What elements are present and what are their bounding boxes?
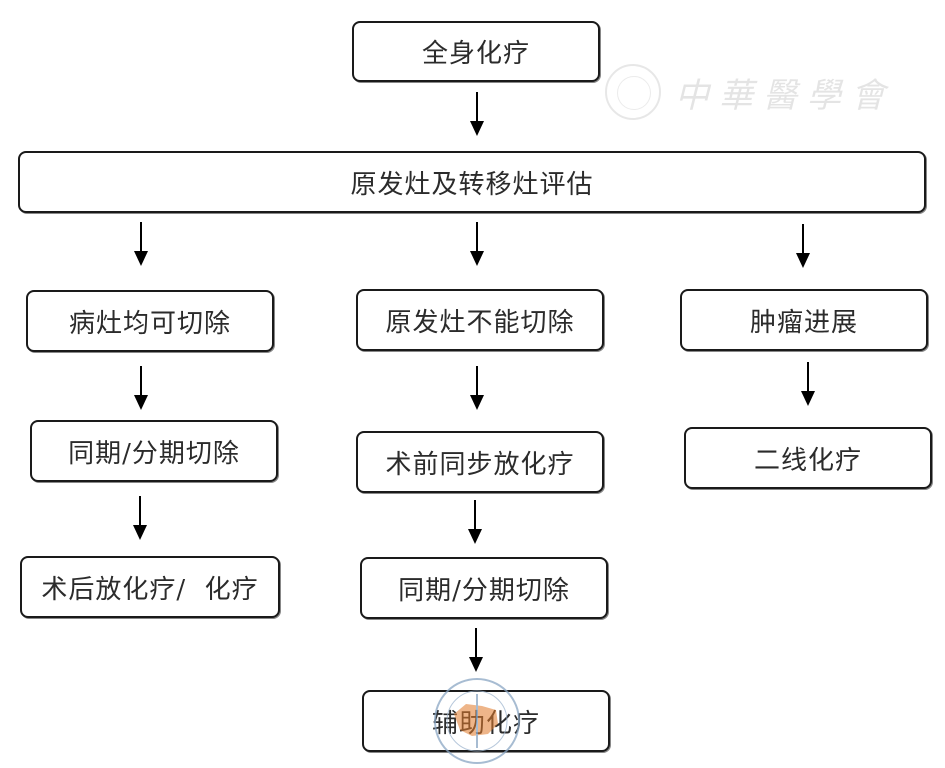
arrow-head [470,395,484,410]
arrow-head [470,251,484,266]
node-resection-mid: 同期/分期切除 [360,557,608,619]
arrow-head [470,121,484,136]
node-label: 辅助化疗 [431,708,540,739]
node-systemic-chemo: 全身化疗 [352,21,600,82]
node-preop-chemoradio: 术前同步放化疗 [356,431,604,493]
node-label: 肿瘤进展 [749,307,858,338]
arrow-head [133,525,147,540]
node-label: 同期/分期切除 [68,438,240,469]
node-label: 原发灶不能切除 [385,307,575,338]
node-all-resectable: 病灶均可切除 [26,290,274,352]
node-postop-chemoradio: 术后放化疗/ 化疗 [20,556,280,618]
node-label: 术后放化疗/ 化疗 [41,574,259,605]
node-label: 病灶均可切除 [68,308,231,339]
watermark-top: 中華醫學會 [605,62,905,122]
arrow-head [801,391,815,406]
node-label: 原发灶及转移灶评估 [350,169,594,200]
node-adjuvant-chemo: 辅助化疗 [362,690,610,752]
node-label: 全身化疗 [421,39,530,69]
node-second-line-chemo: 二线化疗 [684,427,932,489]
association-seal-icon [605,64,661,120]
node-assessment: 原发灶及转移灶评估 [18,151,926,213]
node-label: 术前同步放化疗 [385,449,575,480]
node-resection-left: 同期/分期切除 [30,420,278,482]
node-progression: 肿瘤进展 [680,289,928,351]
arrow-head [134,395,148,410]
arrow-head [468,529,482,544]
node-primary-unresectable: 原发灶不能切除 [356,289,604,351]
node-label: 同期/分期切除 [398,575,570,606]
arrow-head [469,657,483,672]
watermark-text: 中華醫學會 [675,75,895,116]
arrow-head [134,251,148,266]
arrow-head [796,253,810,268]
node-label: 二线化疗 [753,445,862,476]
